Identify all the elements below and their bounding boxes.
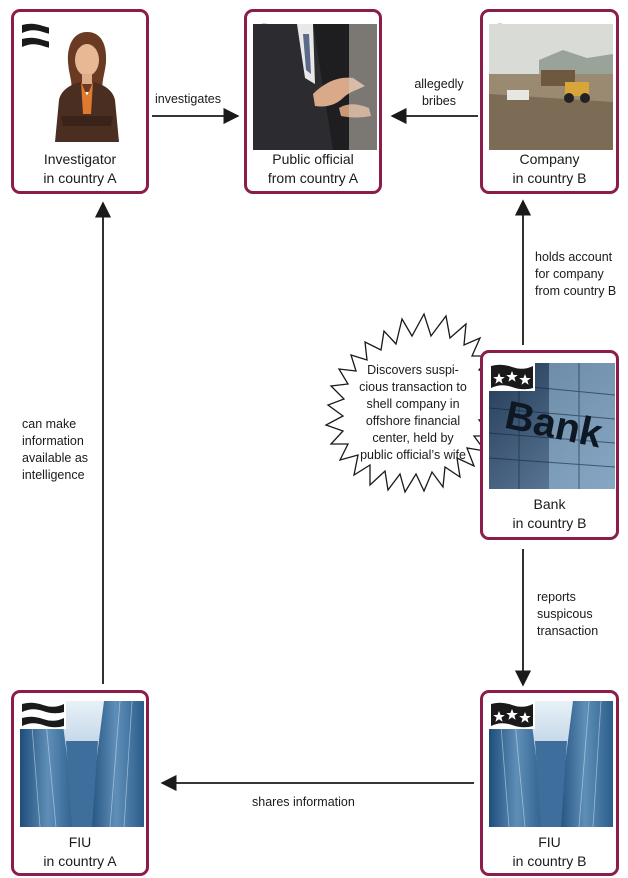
official-label: Public official from country A [247, 150, 379, 188]
official-label-line2: from country A [267, 170, 359, 186]
investigator-label-line1: Investigator [43, 151, 117, 167]
country-b-flag-icon [489, 363, 535, 391]
construction-photo [489, 24, 613, 150]
edge-holds-line3: from country B [535, 284, 617, 298]
investigator-label-line2: in country A [43, 170, 117, 186]
bank-photo: Bank [489, 363, 615, 489]
company-label: Company in country B [483, 150, 616, 188]
edge-label-shares: shares information [252, 794, 355, 811]
edge-holds-line2: for company [535, 267, 604, 281]
edge-label-intelligence: can make information available as intell… [22, 416, 88, 484]
node-fiu-country-b[interactable]: FIU in country B [480, 690, 619, 876]
official-label-line1: Public official [272, 151, 354, 167]
node-bank[interactable]: Bank Bank in country B [480, 350, 619, 540]
fiu-b-label: FIU in country B [483, 833, 616, 871]
node-company[interactable]: Company in country B [480, 9, 619, 194]
fiu-b-label-line1: FIU [538, 834, 561, 850]
edge-reports-line3: transaction [537, 624, 599, 638]
callout-line3: shell company in [366, 397, 460, 411]
company-label-line1: Company [519, 151, 580, 167]
callout-line1: Discovers suspi- [367, 363, 459, 377]
edge-reports-line2: suspicous [537, 607, 593, 621]
fiu-b-label-line2: in country B [512, 853, 587, 869]
bank-label: Bank in country B [483, 495, 616, 533]
node-investigator[interactable]: Investigator in country A [11, 9, 149, 194]
handshake-photo [253, 24, 377, 150]
edge-intel-line3: available as [22, 451, 89, 465]
bank-label-line1: Bank [533, 496, 566, 512]
edge-label-holds-account: holds account for company from country B [535, 249, 616, 300]
fiu-b-skyscrapers-photo [489, 701, 613, 827]
callout-line4: offshore financial [365, 414, 461, 428]
callout-line2: cious transaction to [359, 380, 467, 394]
edge-shares-line1: shares information [252, 795, 355, 809]
fiu-a-label: FIU in country A [14, 833, 146, 871]
callout-line6: public official’s wife [360, 448, 466, 462]
country-a-flag-icon [20, 701, 66, 729]
callout-line5: center, held by [372, 431, 454, 445]
edge-reports-line1: reports [537, 590, 576, 604]
edge-intel-line1: can make [22, 417, 77, 431]
edge-label-reports: reports suspicous transaction [537, 589, 598, 640]
fiu-a-label-line1: FIU [68, 834, 92, 850]
edge-bribes-line1: allegedly [414, 77, 464, 91]
callout-text: Discovers suspi- cious transaction to sh… [338, 362, 488, 464]
node-public-official[interactable]: Public official from country A [244, 9, 382, 194]
investigator-photo [49, 24, 125, 142]
edge-label-investigates: investigates [155, 91, 221, 108]
edge-investigates-line1: investigates [155, 92, 222, 106]
edge-holds-line1: holds account [535, 250, 613, 264]
investigator-label: Investigator in country A [14, 150, 146, 188]
edge-bribes-line2: bribes [421, 94, 457, 108]
edge-intel-line2: information [22, 434, 84, 448]
company-label-line2: in country B [512, 170, 587, 186]
node-fiu-country-a[interactable]: FIU in country A [11, 690, 149, 876]
callout-starburst [324, 312, 501, 494]
fiu-a-label-line2: in country A [43, 853, 117, 869]
bank-label-line2: in country B [512, 515, 587, 531]
edge-label-bribes: allegedly bribes [400, 76, 478, 110]
edge-intel-line4: intelligence [22, 468, 85, 482]
country-b-flag-icon [489, 701, 535, 729]
